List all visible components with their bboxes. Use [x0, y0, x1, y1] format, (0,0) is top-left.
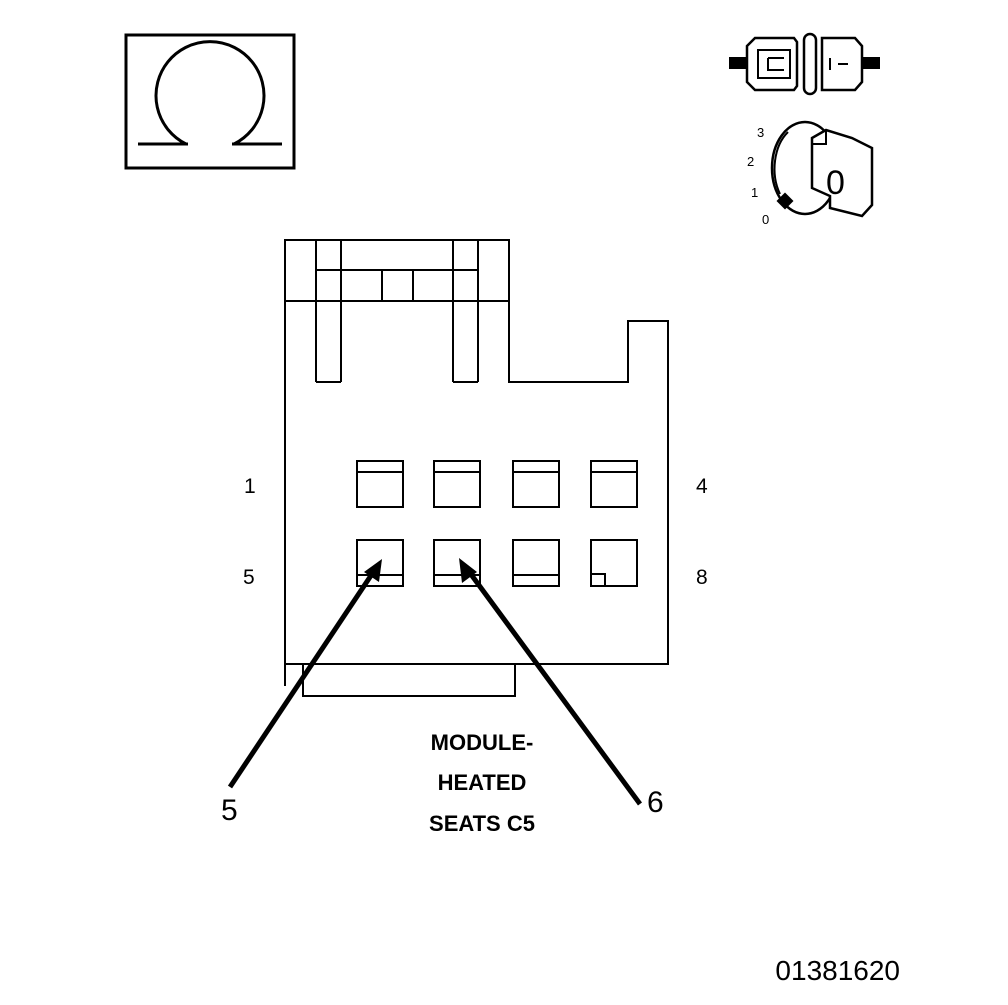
- caption-line-2: HEATED: [438, 770, 527, 795]
- terminal-cavity-2: [433, 460, 481, 508]
- connector-caption: MODULE- HEATED SEATS C5: [429, 730, 535, 836]
- connector-face: [284, 239, 669, 697]
- terminal-cavity-4: [590, 460, 638, 508]
- terminal-cavity-7: [512, 539, 560, 587]
- callout-arrow-6: [459, 558, 643, 806]
- ignition-position-2: 2: [747, 154, 754, 169]
- callout-label-6: 6: [647, 786, 664, 819]
- connector-lock-tab: [284, 664, 516, 697]
- terminal-row-top: [356, 460, 638, 508]
- ignition-position-0: 0: [762, 212, 769, 227]
- terminal-cavity-8: [590, 539, 638, 587]
- ignition-indicator: [776, 192, 794, 210]
- caption-line-1: MODULE-: [431, 730, 534, 755]
- pin-label-8: 8: [696, 566, 708, 589]
- pin-label-1: 1: [244, 475, 256, 498]
- pin-label-5: 5: [243, 566, 255, 589]
- ohm-icon: [138, 40, 282, 146]
- terminal-cavity-5: [356, 539, 404, 587]
- ignition-position-1: 1: [751, 185, 758, 200]
- callout-arrow-5: [227, 559, 382, 789]
- ohm-meter-symbol: [124, 33, 296, 170]
- ignition-key: [810, 128, 874, 218]
- caption-line-3: SEATS C5: [429, 811, 535, 836]
- callout-label-5: 5: [221, 794, 238, 827]
- terminal-row-bottom: [356, 539, 638, 587]
- pin-label-4: 4: [696, 475, 708, 498]
- ignition-position-3: 3: [757, 125, 764, 140]
- terminal-cavity-1: [356, 460, 404, 508]
- connector-disconnected-icon: [729, 32, 880, 96]
- ignition-key-position: 0: [826, 164, 845, 202]
- figure-id: 01381620: [775, 955, 900, 986]
- ignition-switch-icon: 3 2 1 0 0: [747, 120, 874, 227]
- terminal-cavity-3: [512, 460, 560, 508]
- ohm-symbol-frame: [124, 33, 296, 170]
